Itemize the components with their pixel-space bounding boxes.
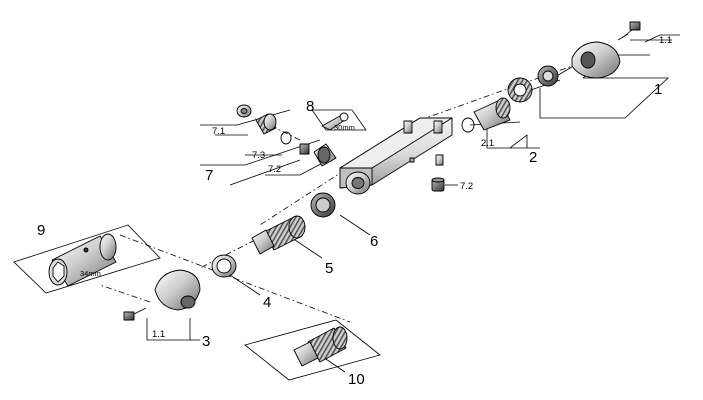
cartridge-10 [293, 326, 348, 367]
ring-4 [211, 254, 237, 278]
filter-7-1 [236, 104, 252, 118]
thermo-element-5 [251, 215, 306, 255]
adapter-1 [507, 77, 533, 103]
callout-7-2-right: 7.2 [460, 181, 473, 192]
tool-frame-9 [13, 224, 161, 294]
callout-1-1: 1.1 [659, 35, 672, 46]
callout-3: 3 [202, 333, 210, 350]
handle-cap-3 [154, 269, 201, 311]
callout-3-1-1: 1.1 [152, 329, 165, 340]
callout-1: 1 [654, 81, 662, 98]
leader-lines [146, 34, 680, 373]
screw-3-1-1 [123, 307, 147, 321]
callout-4: 4 [263, 294, 271, 311]
stop-ring-1 [537, 65, 559, 87]
callout-7-2: 7.2 [268, 164, 281, 175]
callout-7-3: 7.3 [252, 150, 265, 161]
callout-7: 7 [205, 167, 213, 184]
handle-cap-1 [571, 41, 621, 79]
nipple-7 [299, 143, 310, 155]
callout-10: 10 [348, 371, 365, 388]
thermostat-body [339, 117, 453, 195]
cartridge-2 [473, 97, 511, 131]
check-valve-7-3 [255, 113, 277, 135]
fitting-7-2-right [431, 177, 445, 192]
tool-frame-8 [311, 109, 367, 131]
callout-5: 5 [325, 260, 333, 277]
wrench-8 [321, 112, 349, 131]
socket-9 [48, 233, 117, 287]
seal-7-2 [280, 131, 292, 145]
tool-label-30mm: 30mm [334, 123, 355, 132]
callout-9: 9 [37, 222, 45, 239]
callout-7-1: 7.1 [212, 126, 225, 137]
nut-6 [310, 192, 336, 218]
screw-1-1 [617, 21, 641, 41]
callout-6: 6 [370, 233, 378, 250]
tool-label-34mm: 34mm [80, 269, 101, 278]
callout-2-1: 2.1 [481, 138, 494, 149]
tool-frame-10 [244, 319, 381, 381]
callout-2: 2 [529, 149, 537, 166]
union-nut-7 [313, 143, 337, 167]
o-ring-2-1 [461, 117, 475, 133]
callout-8: 8 [306, 98, 314, 115]
